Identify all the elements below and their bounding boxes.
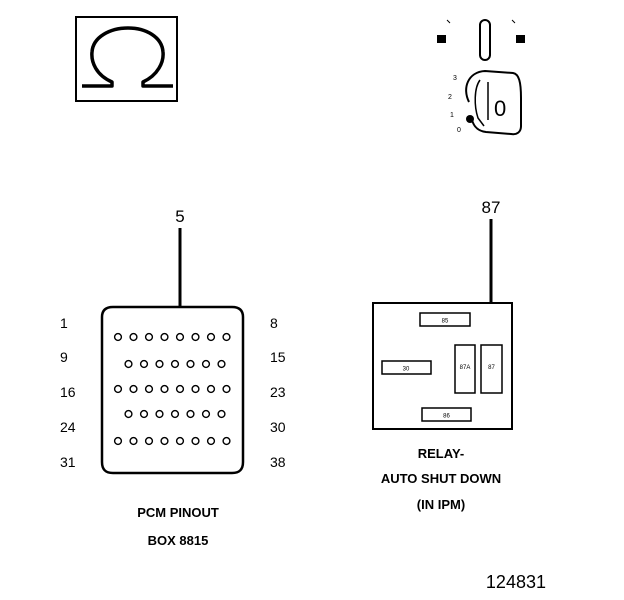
pcm-pin — [206, 332, 216, 342]
relay-terminal-30-label: 30 — [403, 367, 410, 373]
relay-terminal-86-label: 86 — [443, 414, 450, 420]
ignition-position-0: 0 — [457, 127, 461, 134]
pcm-pin — [139, 359, 149, 369]
relay-title-line1: RELAY- — [418, 446, 464, 461]
pcm-pin — [222, 384, 231, 394]
pcm-title-line1: PCM PINOUT — [137, 505, 219, 520]
pcm-pin — [222, 436, 231, 446]
pcm-pin — [175, 332, 185, 342]
relay-title-line2: AUTO SHUT DOWN — [381, 471, 501, 486]
pcm-pin — [175, 436, 185, 446]
pcm-pin — [206, 436, 216, 446]
ignition-key-label: 0 — [494, 96, 506, 121]
pcm-row-label: 1 — [60, 315, 68, 331]
pcm-pin — [191, 436, 200, 446]
relay-terminal-87 — [480, 344, 503, 394]
pcm-row-label: 15 — [270, 349, 286, 365]
pcm-pin — [129, 332, 138, 342]
pcm-pin — [217, 409, 226, 419]
ignition-position-3: 3 — [453, 75, 457, 82]
ignition-position-2: 2 — [448, 94, 452, 101]
pcm-pin — [175, 384, 185, 394]
pcm-row-label: 23 — [270, 384, 286, 400]
relay-terminal-30 — [381, 360, 432, 375]
pcm-pin — [206, 384, 216, 394]
pcm-pin — [170, 359, 180, 369]
pcm-pin — [129, 384, 138, 394]
pcm-probe-label: 5 — [175, 207, 184, 226]
relay-terminal-85-label: 85 — [442, 319, 449, 325]
relay-probe-label: 87 — [482, 198, 501, 217]
ignition-position-1: 1 — [450, 112, 454, 119]
pcm-pin — [129, 436, 138, 446]
pcm-pin — [124, 359, 133, 369]
pcm-pin — [217, 359, 226, 369]
relay-terminal-87-label: 87 — [488, 365, 495, 371]
pcm-pin — [222, 332, 231, 342]
pcm-row-labels-left: 1 9 16 24 31 — [60, 315, 76, 470]
pcm-pin — [201, 409, 211, 419]
pcm-pin — [113, 384, 123, 394]
pcm-pin — [155, 409, 164, 419]
pcm-pin — [113, 332, 123, 342]
relay-terminal-87a-label: 87A — [460, 365, 471, 371]
pcm-row-labels-right: 8 15 23 30 38 — [270, 315, 286, 470]
pcm-row-label: 30 — [270, 419, 286, 435]
pcm-pin — [186, 409, 195, 419]
pcm-pin — [191, 384, 200, 394]
figure-id: 124831 — [486, 572, 546, 592]
pcm-title-line2: BOX 8815 — [148, 533, 209, 548]
pcm-pin — [186, 359, 195, 369]
relay-terminal-87a — [454, 344, 476, 394]
pcm-row-label: 24 — [60, 419, 76, 435]
pcm-pin — [144, 332, 154, 342]
relay-title-line3: (IN IPM) — [417, 497, 465, 512]
pcm-pin — [170, 409, 180, 419]
pcm-pin — [124, 409, 133, 419]
ignition-switch-icon: 3 2 1 0 0 — [437, 19, 525, 136]
relay-box: 85 30 87A 87 86 — [372, 302, 513, 430]
pcm-pin — [191, 332, 200, 342]
pcm-pin-grid — [113, 332, 231, 446]
pcm-pin — [144, 384, 154, 394]
ohmmeter-icon — [75, 16, 178, 102]
pcm-pin — [160, 436, 169, 446]
pcm-row-label: 31 — [60, 454, 76, 470]
pcm-pin — [155, 359, 164, 369]
pcm-row-label: 38 — [270, 454, 286, 470]
pcm-pin — [139, 409, 149, 419]
pcm-pin — [113, 436, 123, 446]
pcm-pin — [144, 436, 154, 446]
pcm-connector — [100, 305, 245, 475]
pcm-row-label: 9 — [60, 349, 68, 365]
pcm-pin — [160, 384, 169, 394]
pcm-row-label: 8 — [270, 315, 278, 331]
relay-terminal-85 — [419, 312, 471, 327]
relay-terminal-86 — [421, 407, 472, 422]
pcm-pin — [160, 332, 169, 342]
pcm-pin — [201, 359, 211, 369]
pcm-row-label: 16 — [60, 384, 76, 400]
